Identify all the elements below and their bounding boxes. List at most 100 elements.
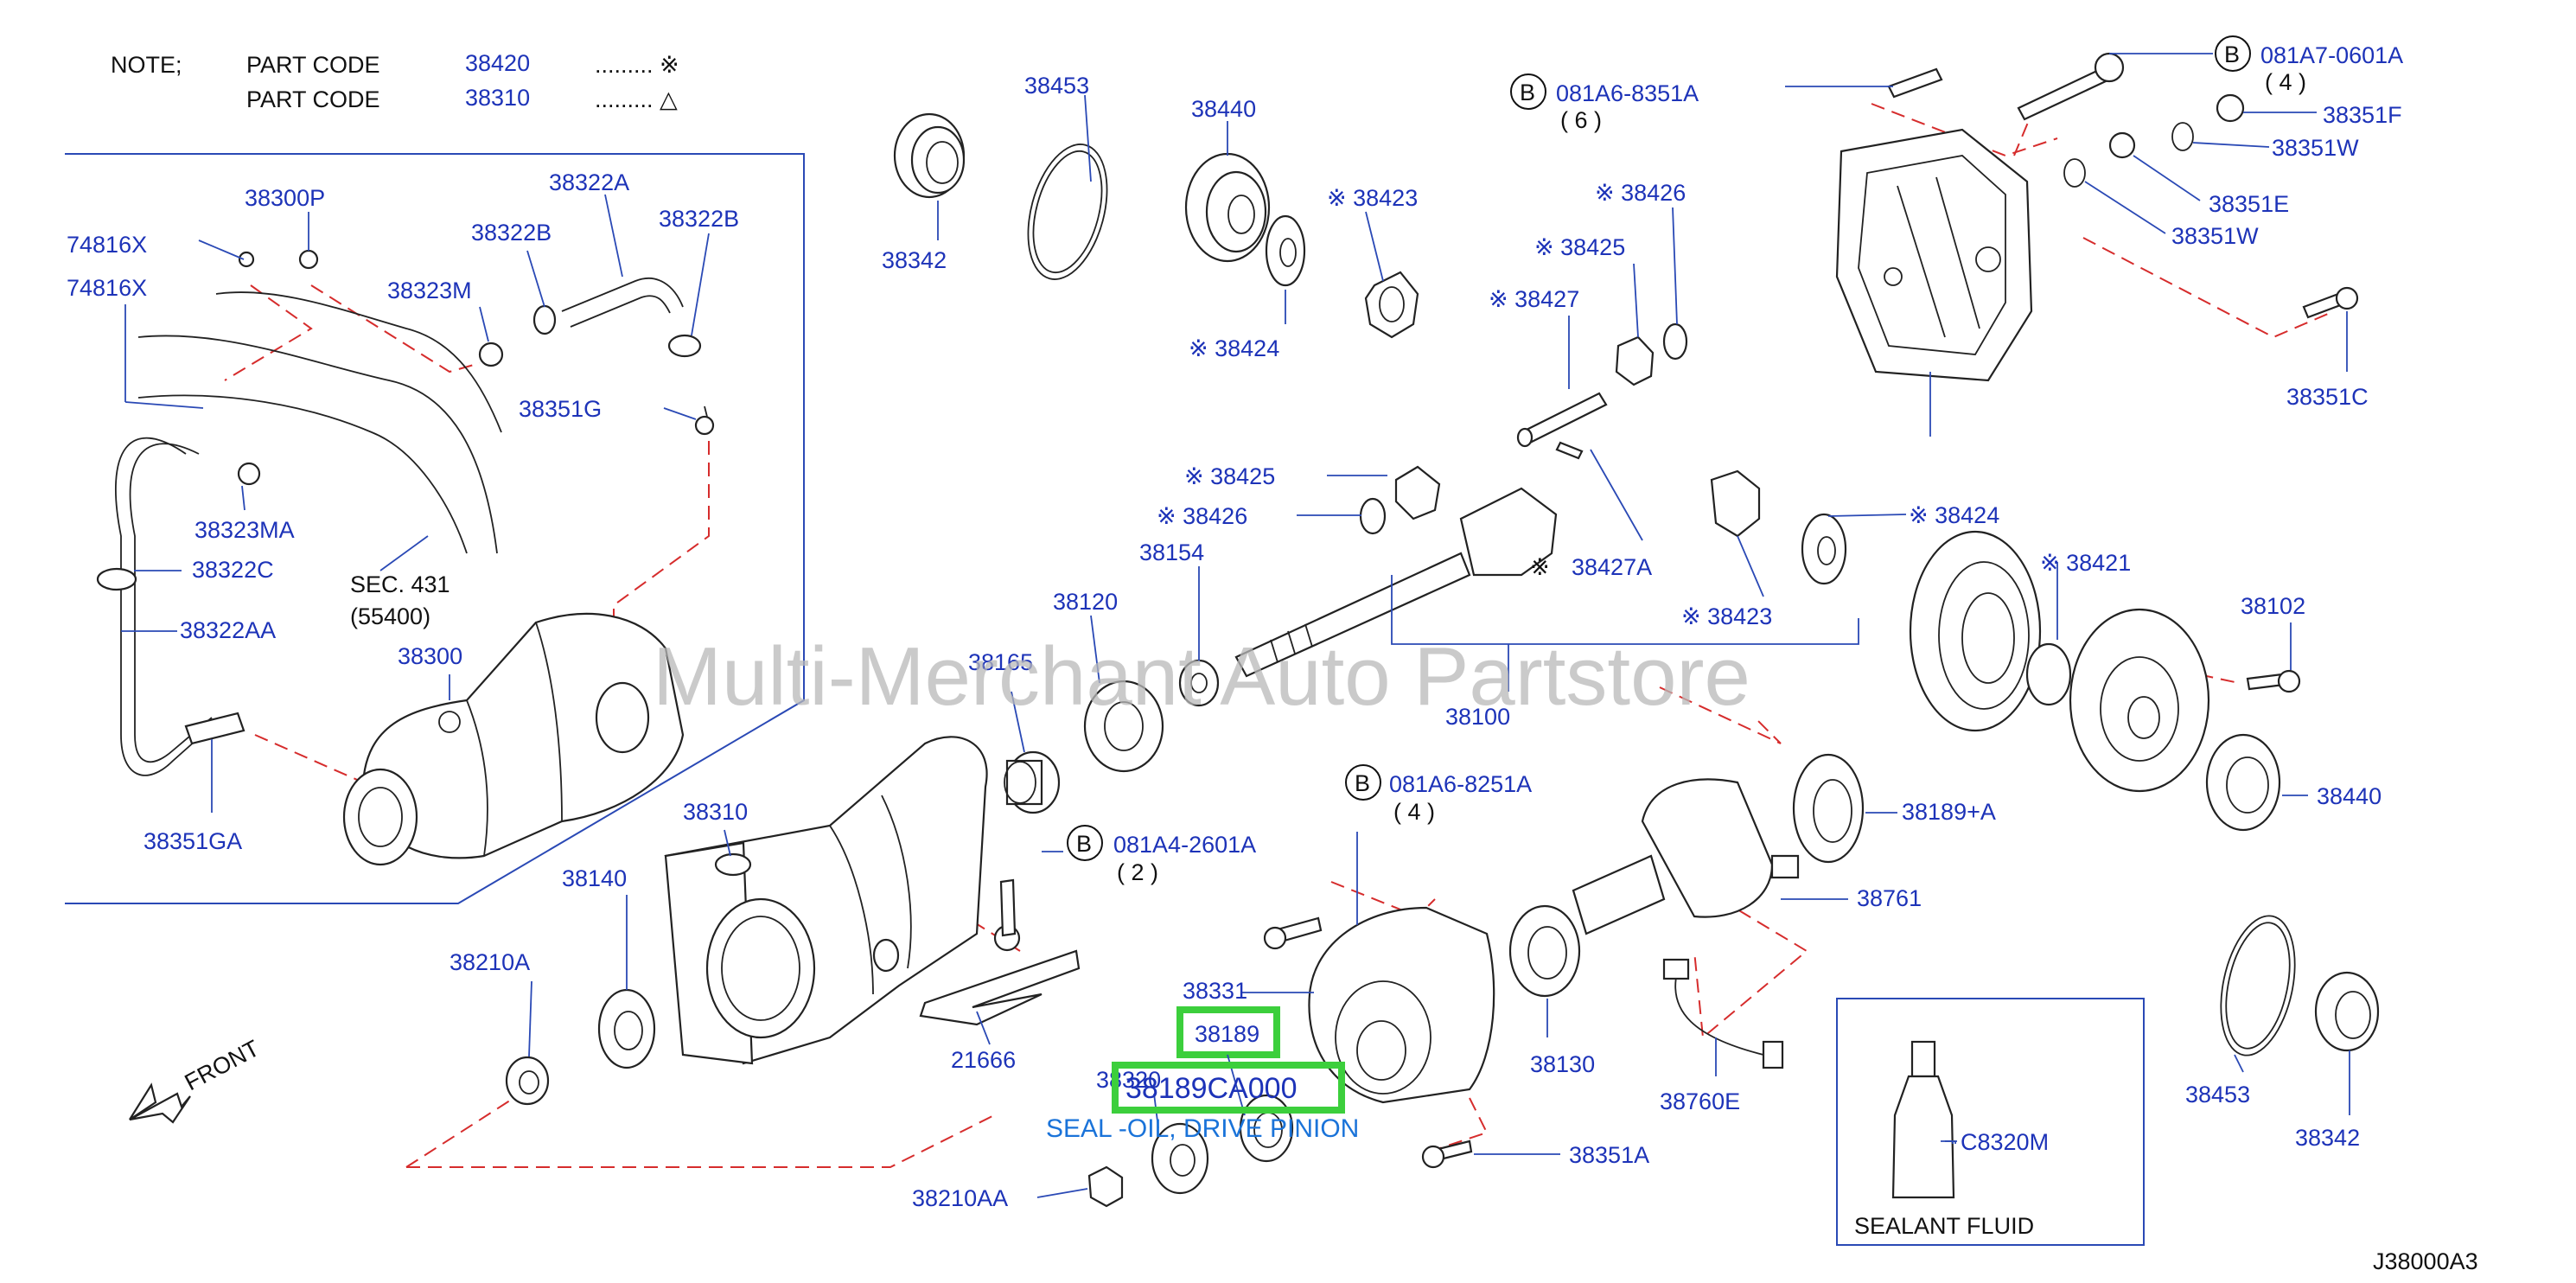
seal-38342-lower bbox=[2314, 971, 2380, 1052]
clamp-38322c bbox=[96, 567, 137, 591]
highlight-box-part[interactable] bbox=[1176, 1006, 1280, 1058]
watermark: Multi-Merchant Auto Partstore bbox=[653, 630, 1750, 723]
bearing-38440-top bbox=[1184, 152, 1271, 263]
label-38210a: 38210A bbox=[450, 949, 530, 975]
label-38453-lower: 38453 bbox=[2185, 1082, 2250, 1107]
highlight-part-code[interactable]: 38189CA000 bbox=[1125, 1072, 1298, 1105]
label-38322a: 38322A bbox=[549, 169, 629, 195]
bolt-b3-qty: ( 4 ) bbox=[1393, 799, 1435, 825]
bolt-b1-circle: B bbox=[1520, 80, 1535, 105]
seal-38130 bbox=[1508, 904, 1581, 998]
hose-38322a bbox=[561, 277, 684, 312]
highlighted-part[interactable]: 38189 38189CA000 SEAL -OIL, DRIVE PINION bbox=[1046, 1006, 1359, 1143]
oring-38453-top bbox=[1027, 144, 1108, 280]
label-38423-top: ※ 38423 bbox=[1327, 185, 1418, 211]
bushing-38165 bbox=[1004, 750, 1061, 814]
bolt-callout-b2: B 081A7-0601A ( 4 ) bbox=[2215, 35, 2403, 95]
label-38140: 38140 bbox=[562, 865, 627, 891]
washer-38424-lower bbox=[1801, 513, 1847, 585]
label-38351g: 38351G bbox=[519, 396, 602, 422]
bracket-21666 bbox=[919, 949, 1081, 1026]
label-38440-lower: 38440 bbox=[2317, 783, 2382, 809]
carrier-38331 bbox=[1308, 906, 1495, 1104]
note-block: NOTE; PART CODE 38420 ......... ※ PART C… bbox=[111, 50, 679, 112]
label-38427: ※ 38427 bbox=[1489, 286, 1579, 312]
label-38189a: 38189+A bbox=[1902, 799, 1996, 825]
bearing-38120 bbox=[1083, 680, 1164, 773]
label-38426-top: ※ 38426 bbox=[1595, 180, 1686, 206]
sec-label-line1: SEC. 431 bbox=[350, 571, 450, 597]
sealant-box bbox=[1836, 998, 2145, 1246]
label-38424-lower: ※ 38424 bbox=[1909, 502, 1999, 528]
label-38323ma: 38323MA bbox=[194, 517, 295, 543]
highlight-part-number[interactable]: 38189 bbox=[1195, 1021, 1259, 1047]
label-38120: 38120 bbox=[1053, 589, 1118, 615]
label-38427a: 38427A bbox=[1572, 554, 1652, 580]
label-38130: 38130 bbox=[1530, 1051, 1595, 1077]
bolt-081a7-0601a bbox=[2017, 67, 2107, 121]
note-row1-code: 38420 bbox=[465, 50, 530, 76]
front-arrow-icon bbox=[129, 1082, 191, 1124]
label-38322c: 38322C bbox=[192, 557, 274, 583]
gear-38425-top bbox=[1615, 335, 1655, 386]
label-38426-lower: ※ 38426 bbox=[1157, 503, 1247, 529]
ring-gear-38421 bbox=[1909, 530, 2042, 732]
note-row1-marker: ......... ※ bbox=[595, 52, 679, 78]
bearing-38189a bbox=[1792, 753, 1865, 864]
label-38320: 38320 bbox=[1096, 1067, 1161, 1093]
label-38425-lower: ※ 38425 bbox=[1184, 463, 1275, 489]
pin-38427a bbox=[1555, 441, 1584, 460]
clamp-38322b-2 bbox=[667, 334, 702, 358]
bearing-38440-lower bbox=[2205, 733, 2281, 832]
gear-38423-lower bbox=[1710, 469, 1761, 538]
bolt-b1-qty: ( 6 ) bbox=[1560, 107, 1602, 133]
breather-38351ga bbox=[184, 712, 245, 745]
seal-38342-top bbox=[893, 112, 966, 199]
label-38351a: 38351A bbox=[1569, 1142, 1649, 1168]
gear-38423-top bbox=[1364, 271, 1419, 339]
highlight-box-number[interactable] bbox=[1112, 1062, 1345, 1114]
bolt-081a6-8351a bbox=[1887, 67, 1943, 99]
label-38351w-2: 38351W bbox=[2171, 223, 2259, 249]
label-38760e: 38760E bbox=[1660, 1088, 1740, 1114]
seal-38210a bbox=[505, 1056, 550, 1106]
label-38440-top: 38440 bbox=[1191, 96, 1256, 122]
drive-pinion-38100 bbox=[1234, 487, 1558, 678]
label-38323m: 38323M bbox=[387, 278, 472, 303]
label-38761: 38761 bbox=[1857, 885, 1922, 911]
plug-38351e bbox=[2108, 131, 2136, 159]
washer-38351w-1 bbox=[2171, 122, 2194, 151]
label-38331: 38331 bbox=[1183, 978, 1247, 1004]
crossmember-section bbox=[137, 291, 502, 554]
plug-38300p bbox=[238, 251, 255, 268]
label-38102: 38102 bbox=[2241, 593, 2305, 619]
bolt-b1-code: 081A6-8351A bbox=[1556, 80, 1699, 106]
shaft-38427 bbox=[1516, 392, 1608, 448]
sealant-caption: SEALANT FLUID bbox=[1854, 1213, 2034, 1239]
bolt-b3-circle: B bbox=[1355, 770, 1370, 796]
label-38351w-1: 38351W bbox=[2272, 135, 2359, 161]
oring-38453-lower bbox=[2220, 915, 2296, 1056]
label-38425-top: ※ 38425 bbox=[1534, 234, 1625, 260]
connector-38323ma bbox=[237, 462, 261, 486]
label-38342-lower: 38342 bbox=[2295, 1125, 2360, 1151]
note-row2-marker: ......... △ bbox=[595, 86, 678, 112]
washer-38426-top bbox=[1662, 322, 1688, 361]
oring-38453-top-inner bbox=[1032, 150, 1103, 274]
label-38351f: 38351F bbox=[2323, 102, 2402, 128]
diagram-code: J38000A3 bbox=[2373, 1248, 2478, 1274]
label-38154: 38154 bbox=[1139, 539, 1204, 565]
highlight-description: SEAL -OIL, DRIVE PINION bbox=[1046, 1114, 1359, 1143]
label-38427a-marker: ※ bbox=[1530, 554, 1550, 580]
bolt-callout-b4: B 081A4-2601A ( 2 ) bbox=[1067, 825, 1256, 885]
washer-38426-lower bbox=[1359, 497, 1387, 535]
label-38310: 38310 bbox=[683, 799, 748, 825]
label-21666: 21666 bbox=[951, 1047, 1016, 1073]
label-38424-top: ※ 38424 bbox=[1189, 335, 1279, 361]
subassembly-frame bbox=[65, 153, 805, 904]
label-38300: 38300 bbox=[398, 643, 462, 669]
bolt-b2-qty: ( 4 ) bbox=[2265, 69, 2306, 95]
label-38351e: 38351E bbox=[2209, 191, 2289, 217]
bolt-b2-circle: B bbox=[2224, 41, 2240, 67]
